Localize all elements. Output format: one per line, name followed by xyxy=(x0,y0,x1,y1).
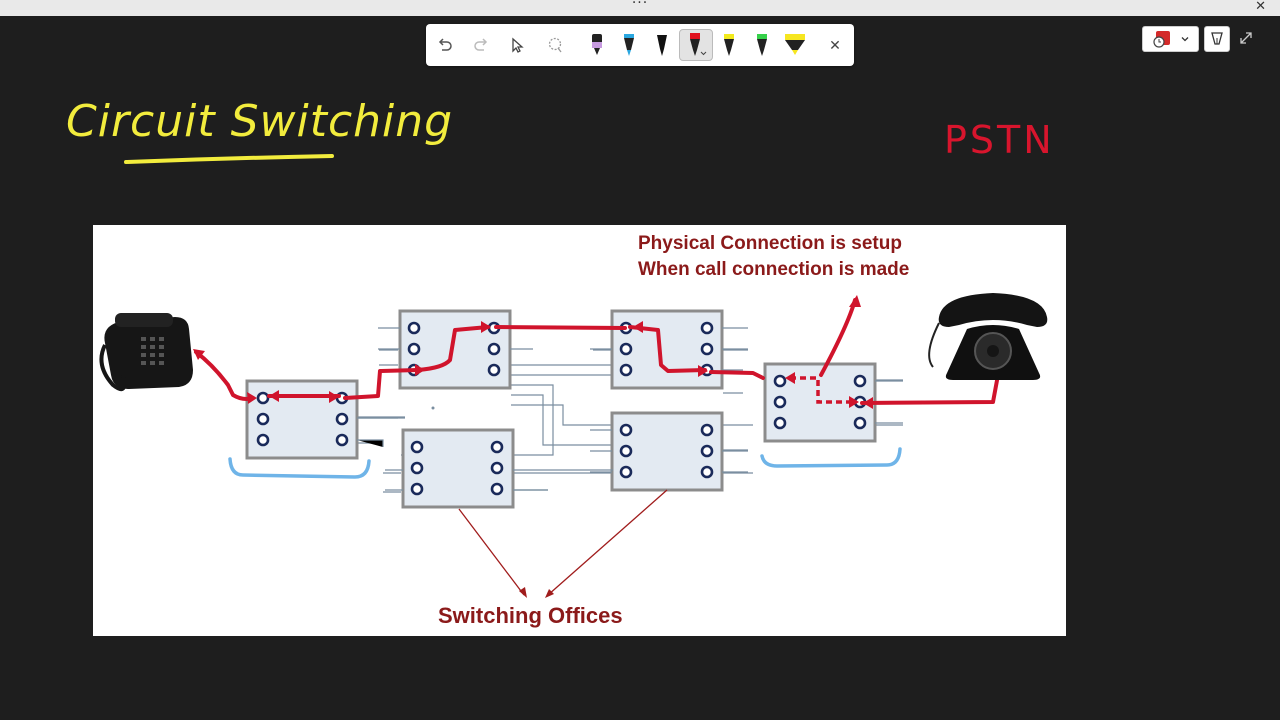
highlighter-yellow-wide-button[interactable] xyxy=(782,32,808,58)
pen-purple-icon xyxy=(592,34,602,55)
pen-red-icon xyxy=(690,33,707,56)
recording-icon xyxy=(1152,31,1170,48)
pen-purple-button[interactable] xyxy=(584,32,610,58)
pen-red-button[interactable] xyxy=(679,29,713,61)
highlighter-green-icon xyxy=(757,34,767,56)
rotary-phone-icon xyxy=(928,293,1048,380)
undo-icon xyxy=(438,38,452,51)
expand-icon xyxy=(1240,32,1252,44)
expand-button[interactable] xyxy=(1238,30,1254,46)
redo-button[interactable] xyxy=(468,32,494,58)
ink-mode-button[interactable] xyxy=(1204,26,1230,52)
highlighter-green-button[interactable] xyxy=(749,32,775,58)
switching-offices-label: Switching Offices xyxy=(438,603,623,628)
toolbar-close-button[interactable]: ✕ xyxy=(829,36,841,53)
recording-dropdown[interactable] xyxy=(1142,26,1199,52)
desk-phone-icon xyxy=(99,313,193,392)
window-close-button[interactable]: ✕ xyxy=(1255,0,1266,14)
pen-nib-icon xyxy=(1211,32,1223,45)
handwritten-note-pstn: PSTN xyxy=(944,118,1055,162)
undo-button[interactable] xyxy=(432,32,458,58)
circuit-diagram xyxy=(99,293,1048,598)
pen-black-button[interactable] xyxy=(649,32,675,58)
highlighter-yellow-wide-icon xyxy=(785,34,805,55)
lasso-icon xyxy=(548,37,562,53)
highlighter-yellow-icon xyxy=(724,34,734,56)
slide-image: Physical Connection is setup When call c… xyxy=(93,225,1066,636)
caption-line-1: Physical Connection is setup xyxy=(638,233,902,254)
drawing-toolbar: ✕ xyxy=(426,24,854,66)
select-tool-button[interactable] xyxy=(504,32,530,58)
redo-icon xyxy=(474,38,488,51)
highlighter-yellow-button[interactable] xyxy=(716,32,742,58)
chevron-down-icon xyxy=(1181,37,1188,42)
window-titlebar: ··· ✕ xyxy=(0,0,1280,16)
connection-caption: Physical Connection is setup When call c… xyxy=(638,231,909,283)
pen-black-icon xyxy=(657,35,667,56)
caption-line-2: When call connection is made xyxy=(638,259,910,280)
lasso-tool-button[interactable] xyxy=(542,32,568,58)
handwritten-title: Circuit Switching xyxy=(66,96,454,147)
window-menu-dots[interactable]: ··· xyxy=(631,0,649,11)
pen-blue-icon xyxy=(624,34,634,56)
pen-blue-button[interactable] xyxy=(616,32,642,58)
select-cursor-icon xyxy=(512,37,524,53)
